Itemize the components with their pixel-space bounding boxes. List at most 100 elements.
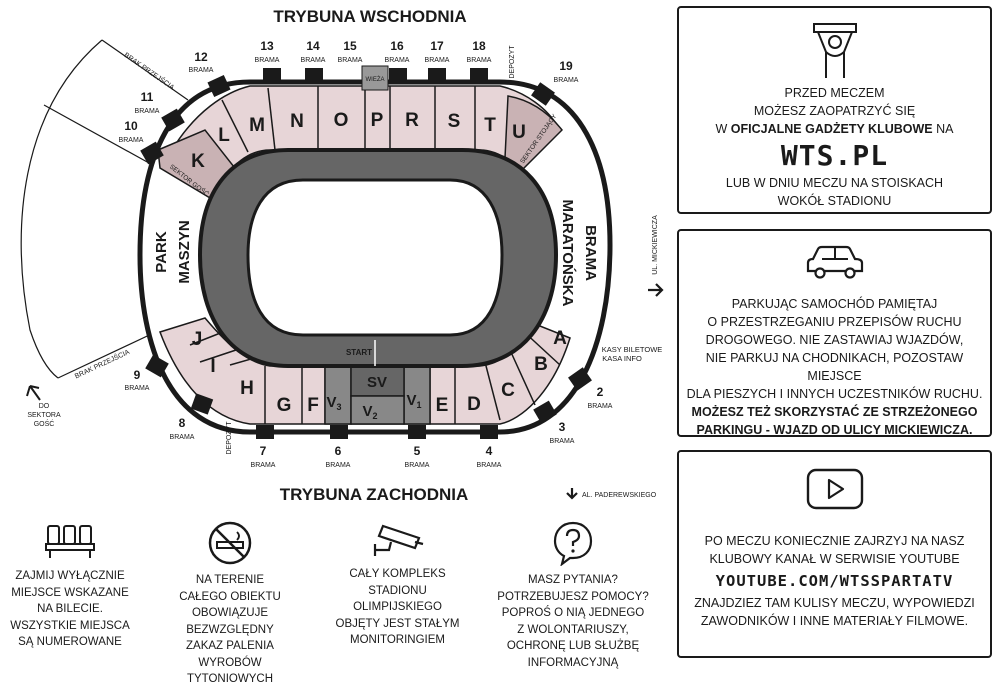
- car-icon: [806, 245, 863, 279]
- smoking-line3: OBOWIĄZUJE BEZWZGLĘDNY: [186, 607, 274, 636]
- gate-16-number: 16: [390, 39, 404, 53]
- smoking-line2: CAŁEGO OBIEKTU: [179, 590, 281, 603]
- seats-icon: [45, 525, 95, 558]
- v3-sub: 3: [337, 402, 342, 412]
- infield: [246, 178, 504, 337]
- gate-14-marker: [305, 68, 323, 82]
- gate-13-word: BRAMA: [255, 57, 280, 64]
- gate-2-number: 2: [597, 385, 604, 399]
- youtube-line2: KLUBOWY KANAŁ W SERWISIE YOUTUBE: [709, 552, 960, 566]
- cctv-camera-icon: [373, 524, 423, 556]
- depozyt-bottom-label: DEPOZYT: [226, 421, 233, 455]
- gate-6-marker: [330, 425, 348, 439]
- parking-line4: NIE PARKUJ NA CHODNIKACH, POZOSTAW MIEJS…: [705, 351, 964, 383]
- gate-7-word: BRAMA: [251, 462, 276, 469]
- seats-line2: MIEJSCE WSKAZANE: [11, 586, 129, 599]
- sector-label-c: C: [501, 380, 515, 401]
- gate-18-number: 18: [472, 39, 486, 53]
- gate-10-marker: [140, 141, 164, 165]
- sector-label-f: F: [307, 395, 319, 416]
- seats-line5: SĄ NUMEROWANE: [18, 636, 122, 648]
- sector-label-d: D: [467, 394, 481, 415]
- gate-17-number: 17: [430, 39, 444, 53]
- do-sektora-line3: GOŚĆ: [34, 419, 55, 428]
- sector-label-n: N: [290, 111, 304, 132]
- merch-line1: PRZED MECZEM: [784, 86, 885, 100]
- gate-5-marker: [408, 425, 426, 439]
- merch-line3c: NA: [932, 122, 954, 136]
- parking-line5: DLA PIESZYCH I INNYCH UCZESTNIKÓW RUCHU.: [686, 387, 983, 401]
- parking-line1: PARKUJĄC SAMOCHÓD PAMIĘTAJ: [731, 297, 938, 311]
- sector-label-r: R: [405, 110, 419, 131]
- street-paderewskiego-label: AL. PADEREWSKIEGO: [582, 492, 657, 499]
- sector-label-o: O: [334, 110, 349, 131]
- stadium-map: WIEŻA TRYBUNA WSCHODNIA TRYBUNA ZACHODNI…: [20, 7, 664, 504]
- sector-u-area: [504, 95, 563, 171]
- cctv-line4: MONITORINGIEM: [350, 634, 445, 646]
- gate-18-word: BRAMA: [467, 57, 492, 64]
- gate-11-word: BRAMA: [135, 108, 160, 115]
- depozyt-top-label: DEPOZYT: [509, 45, 516, 79]
- brak-przejscia-bottom: BRAK PRZEJŚCIA: [73, 347, 131, 380]
- gate-7-marker: [256, 425, 274, 439]
- merch-line4: LUB W DNIU MECZU NA STOISKACH: [725, 176, 944, 190]
- merch-line3: W OFICJALNE GADŻETY KLUBOWE NA: [679, 120, 990, 138]
- gate-4-marker: [480, 425, 498, 439]
- vip-block-2: [350, 395, 405, 425]
- gate-3-word: BRAMA: [550, 438, 575, 445]
- parking-line2: O PRZESTRZEGANIU PRZEPISÓW RUCHU: [707, 315, 962, 329]
- seats-line3: NA BILECIE.: [37, 603, 103, 615]
- gate-6-word: BRAMA: [326, 462, 351, 469]
- sector-label-u: U: [512, 122, 526, 143]
- youtube-line1: PO MECZU KONIECZNIE ZAJRZYJ NA NASZ: [704, 534, 965, 548]
- info-seats: ZAJMIJ WYŁĄCZNIE MIEJSCE WSKAZANE NA BIL…: [0, 520, 140, 651]
- gate-9-marker: [145, 354, 169, 378]
- gate-2-marker: [568, 367, 592, 391]
- svg-text:V3: V3: [326, 394, 341, 412]
- west-stand-title: TRYBUNA ZACHODNIA: [280, 485, 469, 504]
- sector-label-m: M: [249, 115, 265, 136]
- gate-4-word: BRAMA: [477, 462, 502, 469]
- youtube-line4: ZAWODNIKÓW I INNE MATERIAŁY FILMOWE.: [700, 614, 969, 628]
- gate-9-word: BRAMA: [125, 385, 150, 392]
- merch-line2: MOŻESZ ZAOPATRZYĆ SIĘ: [753, 104, 916, 118]
- gate-10-word: BRAMA: [119, 137, 144, 144]
- start-label: START: [346, 348, 372, 357]
- svg-text:V2: V2: [362, 403, 377, 421]
- gate-5-word: BRAMA: [405, 462, 430, 469]
- parking-panel: PARKUJĄC SAMOCHÓD PAMIĘTAJ O PRZESTRZEGA…: [677, 229, 992, 437]
- sector-label-p: P: [371, 110, 384, 131]
- gate-3-marker: [533, 400, 557, 424]
- gate-15-number: 15: [343, 39, 357, 53]
- gate-5-number: 5: [414, 444, 421, 458]
- gate-8-marker: [190, 393, 214, 415]
- question-bubble-icon: [553, 521, 593, 566]
- kasy-line1: KASY BILETOWE: [602, 345, 663, 354]
- gate-14-number: 14: [306, 39, 320, 53]
- gate-14-word: BRAMA: [301, 57, 326, 64]
- gate-3-number: 3: [559, 420, 566, 434]
- arrow-guest-icon: [26, 385, 41, 401]
- youtube-panel: PO MECZU KONIECZNIE ZAJRZYJ NA NASZ KLUB…: [677, 450, 992, 658]
- tower-label: WIEŻA: [366, 76, 385, 83]
- sector-label-t: T: [484, 115, 496, 136]
- parking-line7: PARKINGU - WJAZD OD ULICY MICKIEWICZA.: [696, 423, 973, 437]
- sector-label-g: G: [277, 395, 292, 416]
- smoking-line5: WYROBÓW TYTONIOWYCH: [186, 656, 274, 686]
- east-stand-title: TRYBUNA WSCHODNIA: [273, 7, 466, 26]
- youtube-channel-link[interactable]: YOUTUBE.COM/WTSSPARTATV: [715, 572, 954, 590]
- seats-line4: WSZYSTKIE MIEJSCA: [10, 619, 130, 632]
- v1-label: V: [406, 392, 416, 409]
- merch-site-link[interactable]: WTS.PL: [780, 139, 889, 172]
- help-line1: MASZ PYTANIA?: [528, 574, 618, 586]
- sector-label-k: K: [191, 151, 205, 172]
- v2-label: V: [362, 403, 372, 420]
- v2-sub: 2: [373, 411, 378, 421]
- gate-19-word: BRAMA: [554, 77, 579, 84]
- kasy-line2: KASA INFO: [602, 354, 642, 363]
- gate-4-number: 4: [486, 444, 493, 458]
- merch-line5: WOKÓŁ STADIONU: [777, 194, 892, 208]
- v1-sub: 1: [417, 400, 422, 410]
- gate-2-word: BRAMA: [588, 403, 613, 410]
- do-sektora-line1: DO: [39, 403, 50, 410]
